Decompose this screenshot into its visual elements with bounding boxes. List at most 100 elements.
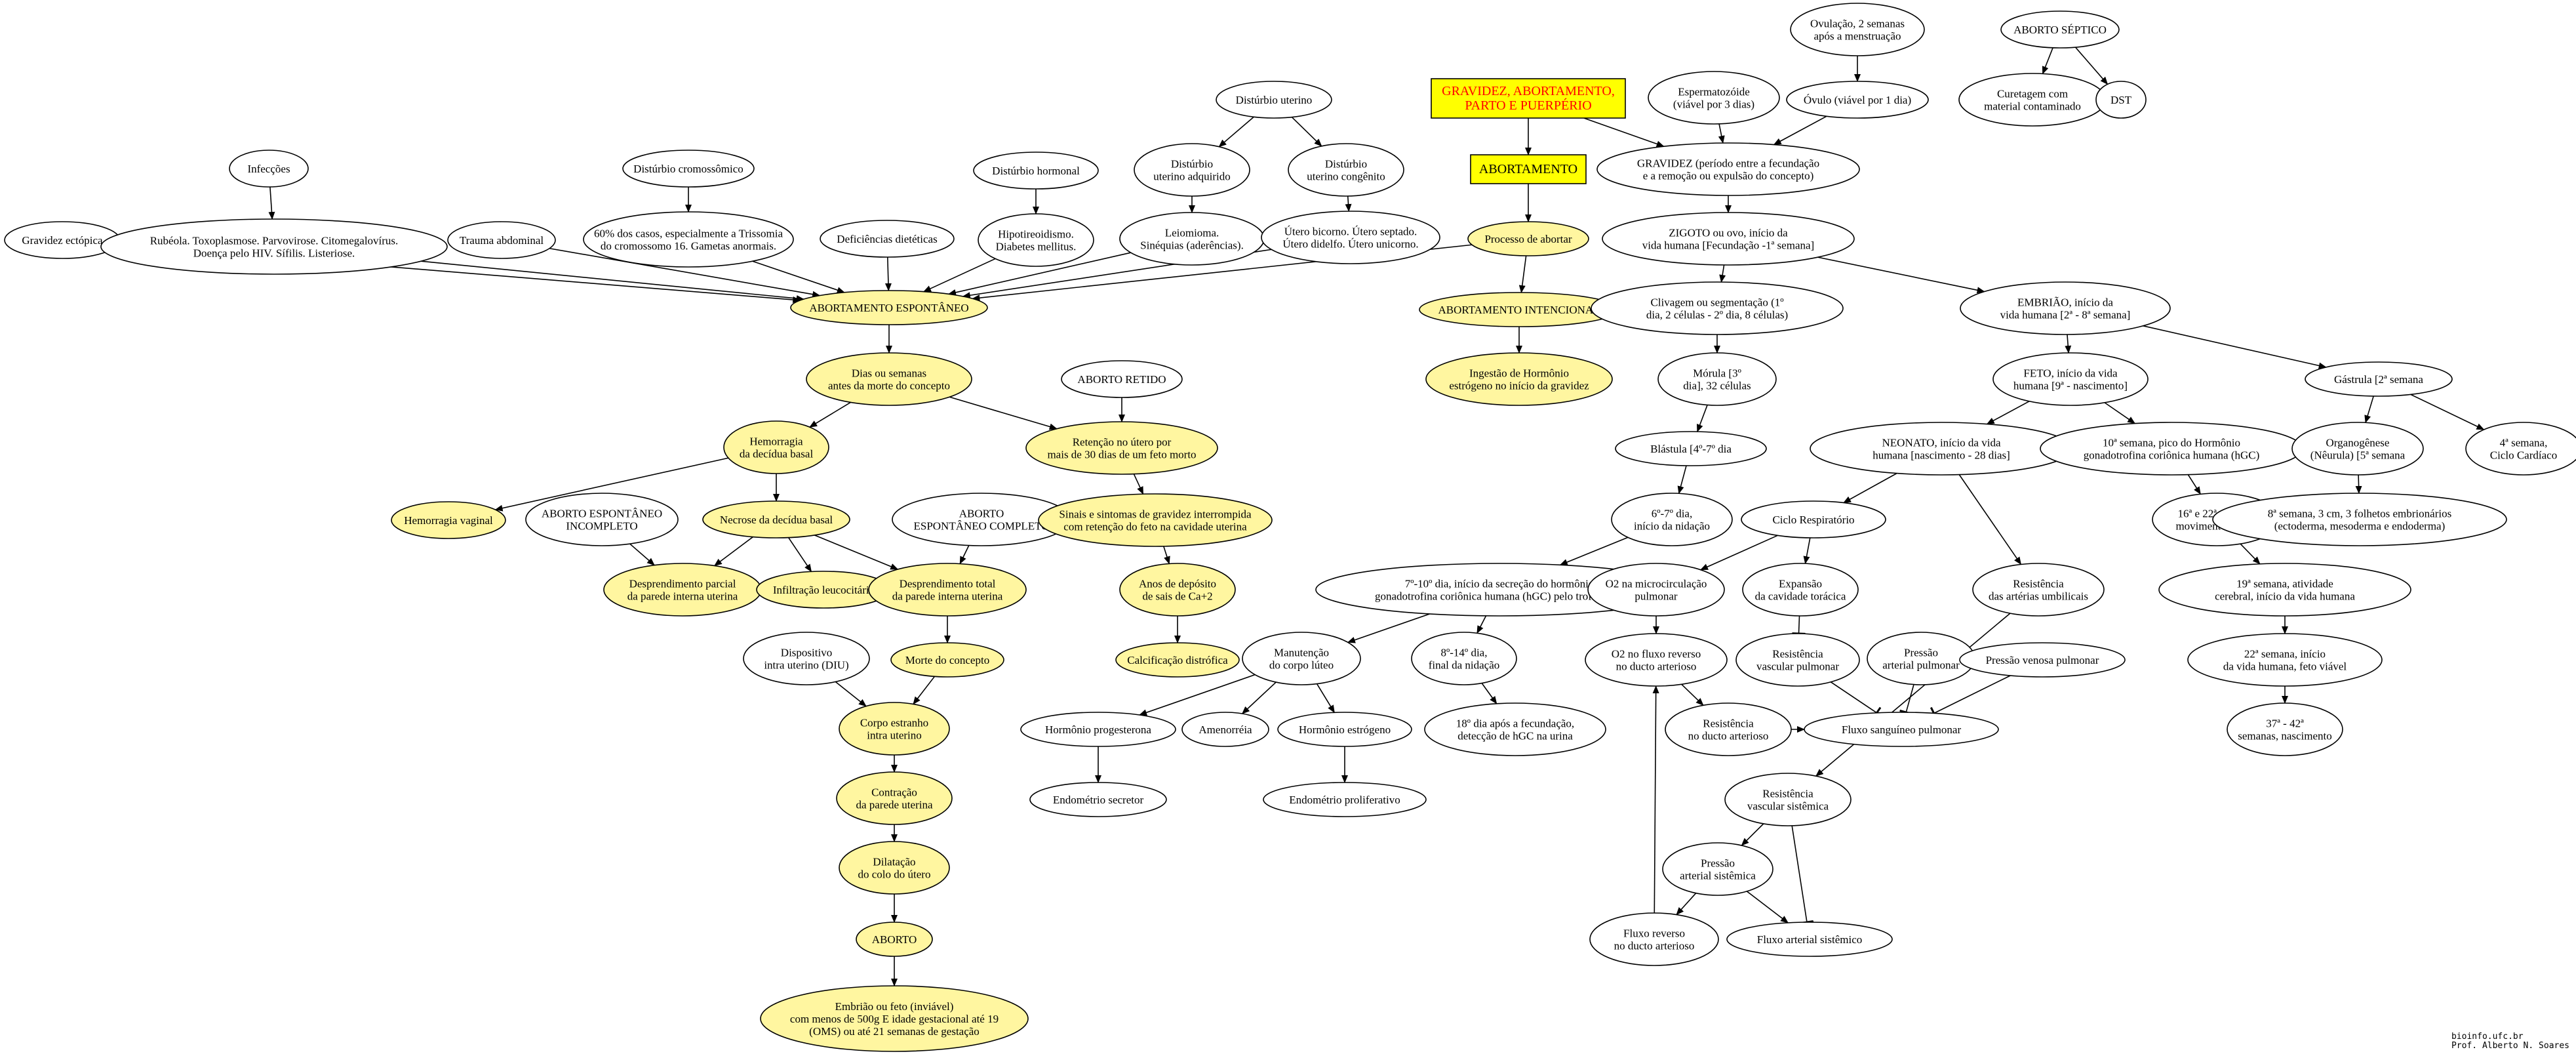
node-horm_progesterona: Hormônio progesterona	[1020, 712, 1176, 747]
edge-dias_semanas-to-retencao	[949, 396, 1058, 430]
node-label: gonadotrofina coriônica humana (hGC) pel…	[1375, 590, 1624, 603]
node-shape	[1119, 563, 1236, 617]
node-aborto: ABORTO	[856, 922, 933, 957]
node-label: Clivagem ou segmentação (1º	[1650, 296, 1783, 309]
node-label: Ingestão de Hormônio	[1469, 367, 1569, 380]
node-shape	[2187, 633, 2383, 687]
node-hipotireoidismo: Hipotireoidismo.Diabetes mellitus.	[978, 213, 1094, 267]
node-label: Blástula [4º-7º dia	[1650, 443, 1732, 455]
node-deficiencias: Deficiências dietéticas	[820, 220, 955, 258]
node-label: Óvulo (viável por 1 dia)	[1804, 94, 1911, 106]
node-label: e a remoção ou expulsão do concepto)	[1643, 170, 1814, 182]
node-titulo: GRAVIDEZ, ABORTAMENTO,PARTO E PUERPÉRIO	[1431, 78, 1626, 119]
node-shape	[2212, 493, 2507, 546]
node-label: 37ª - 42ª	[2266, 718, 2304, 730]
node-label: O2 no fluxo reverso	[1612, 648, 1701, 660]
node-label: Endométrio proliferativo	[1289, 794, 1400, 806]
edge-disturbio_uterino-to-dist_congenito	[1291, 117, 1322, 147]
node-shape	[1804, 712, 1999, 747]
edge-pressao_venosa-to-fluxo_pulmonar	[1930, 675, 2011, 720]
node-label: Fluxo reverso	[1623, 927, 1685, 940]
edge-pressao_sistemica-to-fluxo_reverso	[1676, 893, 1697, 916]
node-shape	[1277, 712, 1412, 747]
node-label: intra uterino (DIU)	[764, 659, 848, 672]
node-ovulo: Óvulo (viável por 1 dia)	[1786, 81, 1929, 119]
node-label: Hemorragia	[749, 436, 803, 448]
footer-credit: bioinfo.ufc.br Prof. Alberto N. Soares	[2451, 1032, 2569, 1051]
node-label: ABORTO SÉPTICO	[2013, 24, 2107, 36]
node-label: Endométrio secretor	[1053, 794, 1144, 806]
edge-feto-to-neonato	[1986, 401, 2030, 425]
edge-aborto_septico-to-curetagem	[2042, 47, 2053, 75]
node-shape	[1061, 360, 1183, 398]
node-shape	[743, 632, 870, 685]
node-label: estrógeno no início da gravidez	[1449, 380, 1589, 392]
node-endo_prolif: Endométrio proliferativo	[1263, 782, 1427, 817]
node-oitava: 8ª semana, 3 cm, 3 folhetos embrionários…	[2212, 493, 2507, 546]
node-aborto_septico: ABORTO SÉPTICO	[2000, 10, 2120, 49]
node-shape	[2000, 10, 2120, 49]
node-label: ABORTAMENTO INTENCIONAL	[1438, 304, 1600, 316]
node-label: (ectoderma, mesoderma e endoderma)	[2274, 520, 2446, 533]
node-label: Infecções	[247, 163, 290, 175]
node-label: Embrião ou feto (inviável)	[835, 1000, 954, 1013]
node-shape	[1411, 632, 1517, 685]
node-label: Resistência	[1772, 648, 1823, 660]
node-shape	[447, 221, 556, 259]
node-label: vida humana [Fecundação -1ª semana]	[1642, 239, 1814, 252]
node-organogenese: Organogênese(Nêurula) [5ª semana	[2291, 422, 2424, 476]
node-label: Contração	[871, 786, 917, 799]
node-label: Pressão	[1904, 647, 1938, 659]
node-label: 7º-10º dia, início da secreção do hormôn…	[1405, 578, 1595, 590]
edge-morte_concepto-to-corpo_estranho	[913, 676, 936, 705]
edge-disturbio_uterino-to-dist_adquirido	[1218, 116, 1254, 148]
node-sexto_setimo: 6º-7º dia,início da nidação	[1611, 493, 1733, 546]
node-horm_estrogeno: Hormônio estrógeno	[1277, 712, 1412, 747]
node-label: Distúrbio cromossômico	[633, 163, 743, 175]
node-label: Útero bicorno. Útero septado.	[1284, 226, 1417, 238]
edge-fluxo_reverso-to-o2_reverso	[1652, 685, 1659, 914]
node-label: da parede uterina	[856, 799, 932, 811]
node-shape	[1665, 702, 1792, 756]
node-infiltracao: Infiltração leucocitária	[756, 571, 891, 609]
edge-dias_semanas-to-hemorragia_decidua	[809, 401, 851, 428]
node-label: com retenção do feto na cavidade uterina	[1063, 521, 1247, 533]
node-disturbio_uterino: Distúrbio uterino	[1216, 81, 1332, 119]
node-shape	[2158, 563, 2411, 617]
edge-expansao-to-resist_vasc_pulm	[1792, 615, 1806, 635]
edge-neonato-to-ciclo_resp	[1843, 472, 1897, 504]
node-shape	[1431, 78, 1626, 119]
node-calcificacao: Calcificação distrófica	[1115, 642, 1240, 678]
node-label: 60% dos casos, especialmente a Trissomia	[594, 228, 783, 240]
edge-titulo-to-gravidez_def	[1583, 117, 1665, 148]
footer-site: bioinfo.ufc.br	[2451, 1032, 2524, 1042]
node-shape	[1602, 212, 1855, 266]
node-fluxo_sistemico: Fluxo arterial sistêmico	[1726, 922, 1893, 957]
node-shape	[836, 771, 953, 825]
edge-dist_congenito-to-utero_bicorno	[1345, 195, 1352, 213]
node-label: INCOMPLETO	[566, 520, 637, 533]
node-label: Fluxo arterial sistêmico	[1757, 933, 1863, 946]
node-shape	[2227, 702, 2343, 756]
edge-trauma-to-aborto_espontaneo	[549, 247, 821, 298]
node-label: ESPONTÂNEO COMPLETO	[913, 520, 1049, 533]
node-shape	[622, 150, 755, 188]
node-label: Dispositivo	[781, 647, 832, 659]
footer-author: Prof. Alberto N. Soares	[2451, 1041, 2569, 1051]
node-label: Morte do concepto	[905, 654, 989, 666]
edge-rubeola-to-aborto_espontaneo	[420, 260, 804, 302]
node-label: uterino adquirido	[1153, 171, 1231, 183]
